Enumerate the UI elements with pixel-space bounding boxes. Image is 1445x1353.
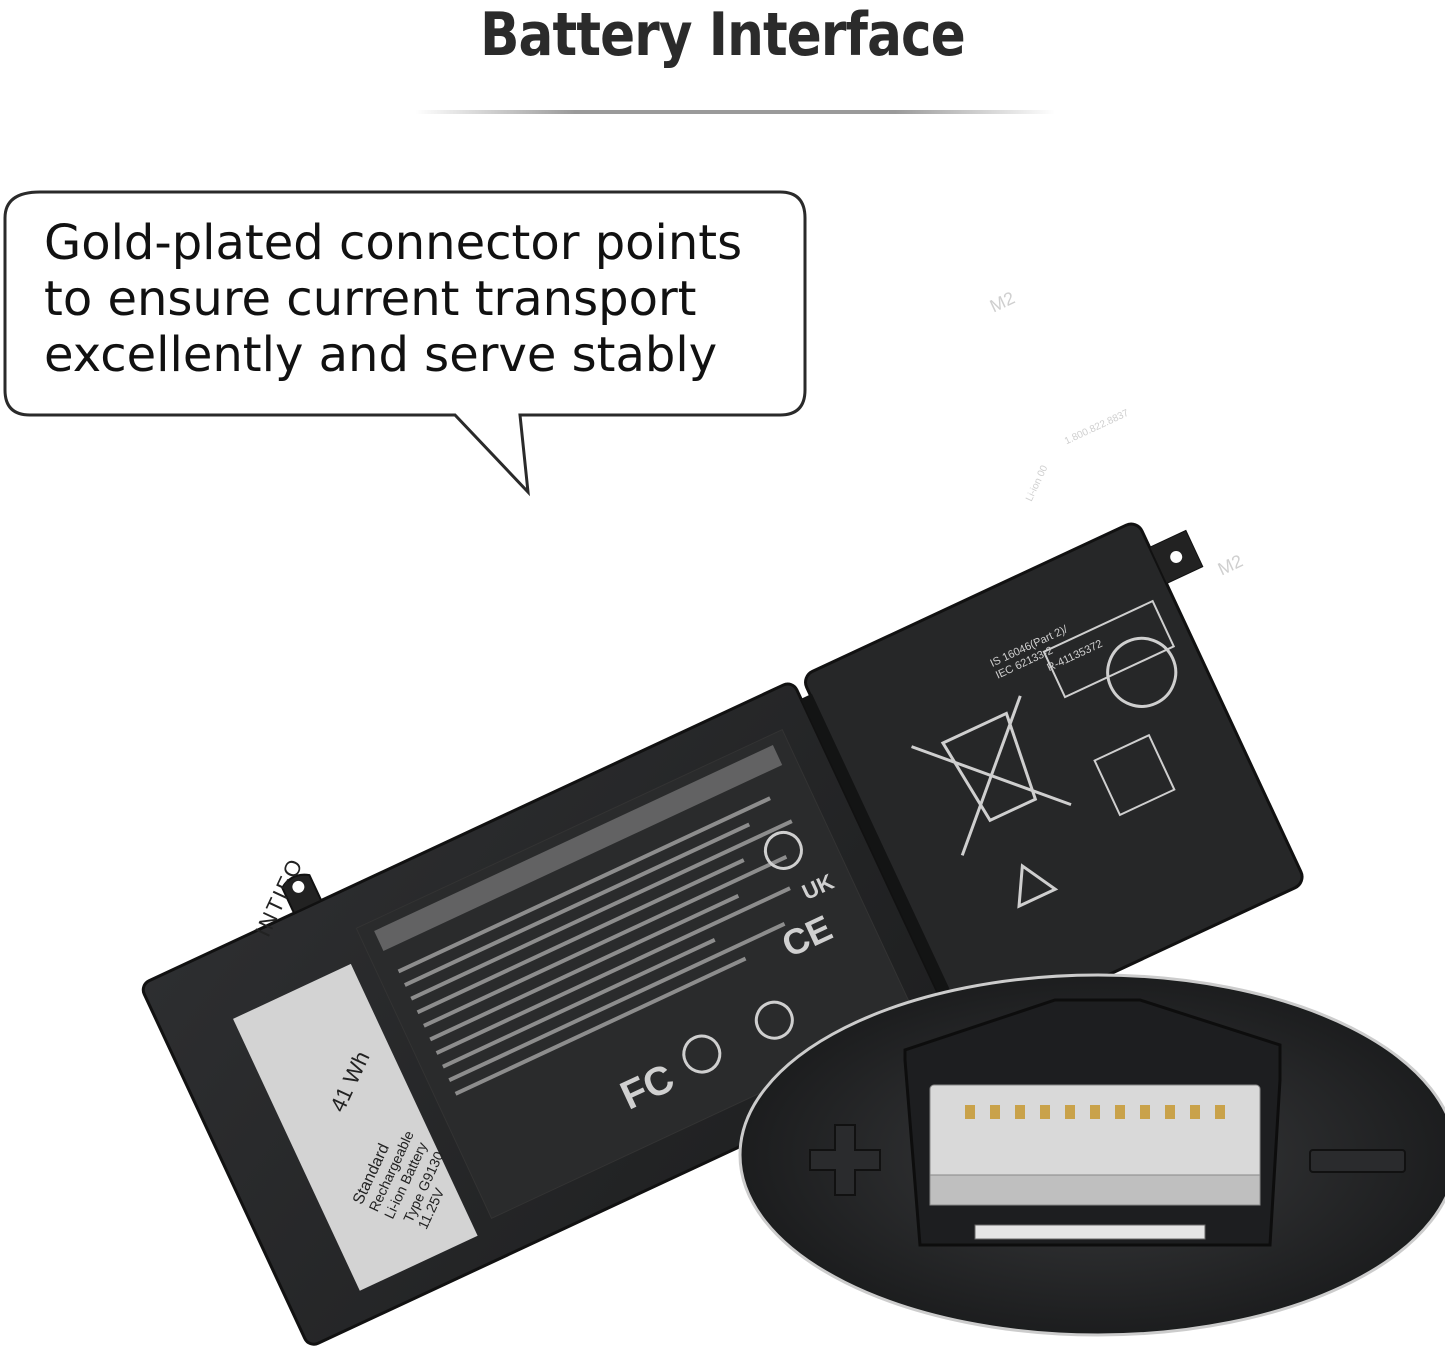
battery-label [233,963,478,1291]
recycle-mark-icon [682,1034,722,1074]
mounting-tab [281,873,323,915]
callout-line-1: Gold-plated connector points [44,215,743,271]
gold-contacts [965,1105,1225,1119]
weee-bin-icon [940,711,1038,823]
callout-line-3: excellently and serve stably [44,327,718,383]
callout-text: Gold-plated connector points to ensure c… [44,215,804,383]
no-disposal-icon [754,1000,794,1040]
plus-sign-icon [809,1124,881,1196]
connector-closeup [738,973,1445,1337]
recycle-seal-icon [1106,636,1178,708]
callout-line-2: to ensure current transport [44,271,697,327]
battery-pack: FC CE UK [141,522,1304,1346]
title-divider [415,110,1055,114]
minus-sign-icon [1309,1149,1406,1173]
warning-triangle-icon [1017,863,1059,909]
speech-bubble [3,190,807,497]
page-title: Battery Interface [480,0,966,70]
rohs-icon [763,830,803,870]
